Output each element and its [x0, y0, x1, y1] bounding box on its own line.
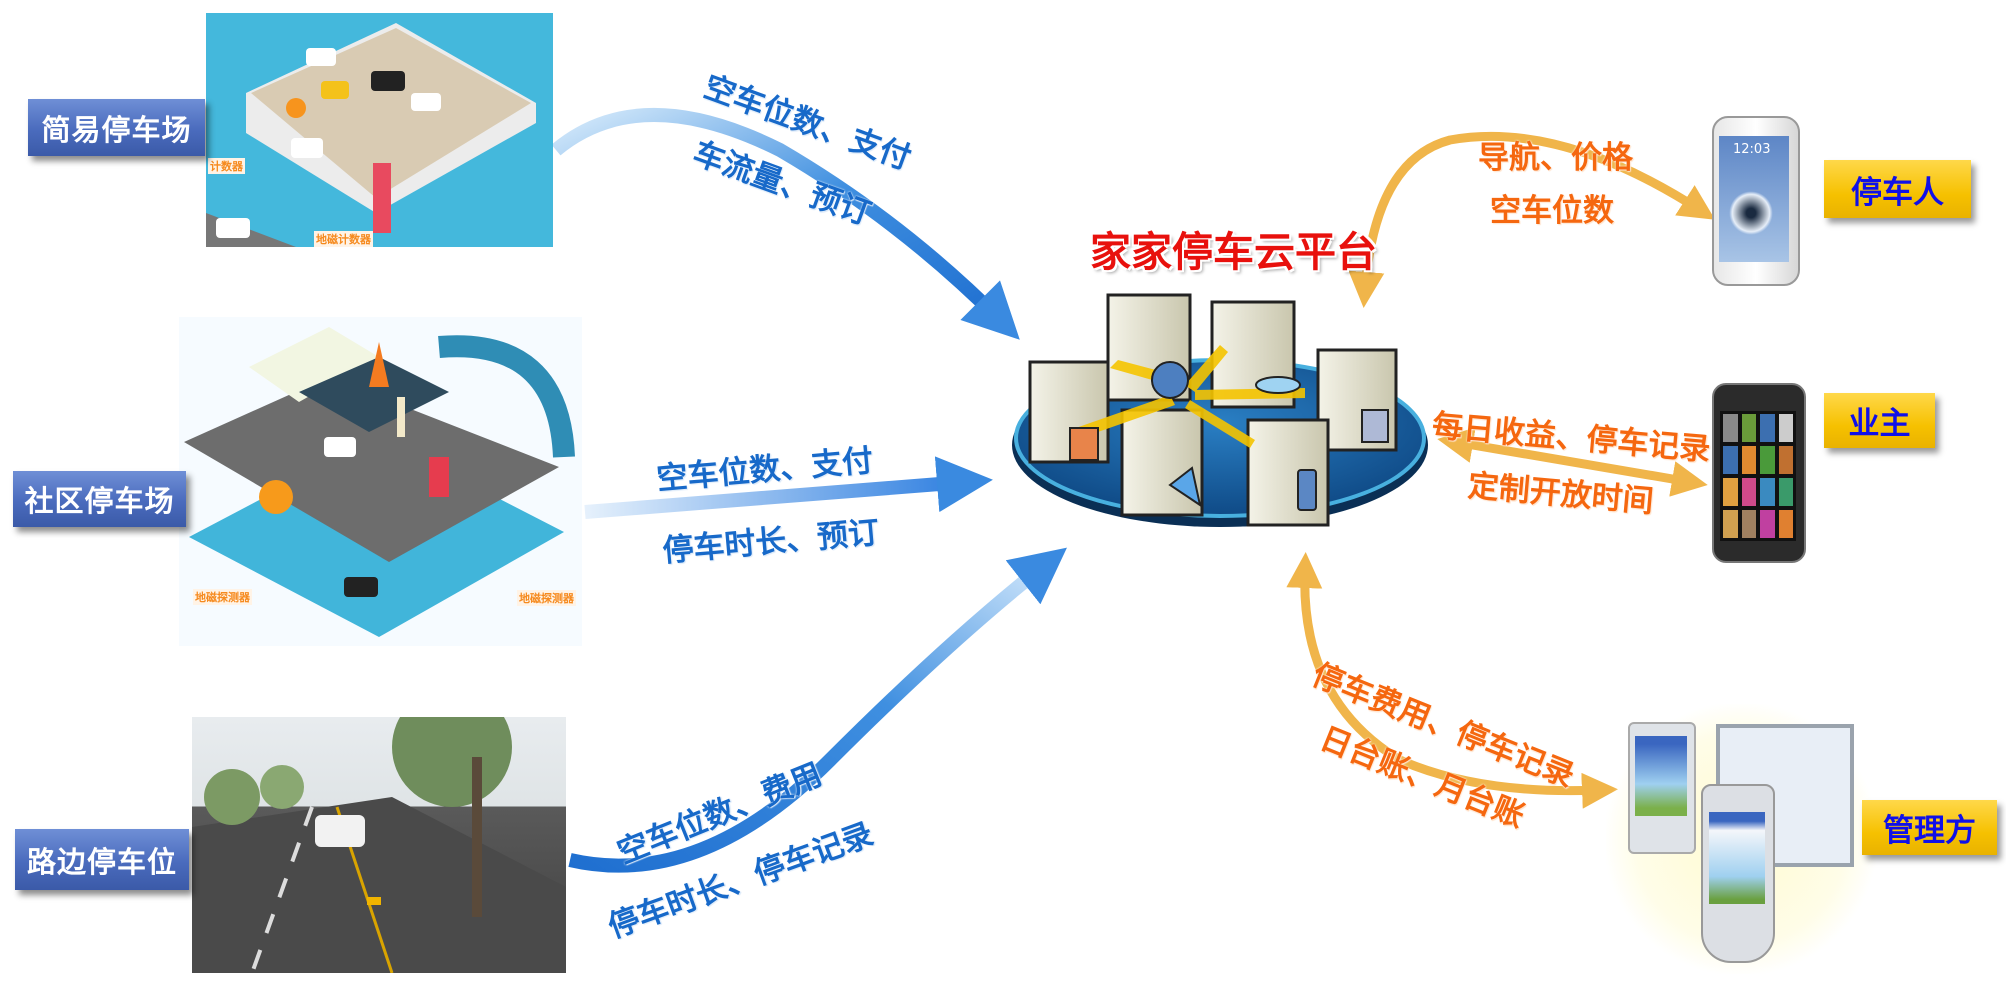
- roadside-illustration: [192, 717, 566, 973]
- arrow-owner: [1437, 427, 1708, 497]
- community-lot-illustration: 地磁探测器 地磁探测器: [179, 317, 582, 646]
- magnetic-counter-caption: 地磁计数器: [314, 231, 373, 247]
- user-label-manager: 管理方: [1862, 800, 1997, 855]
- owner-smartphone: [1712, 383, 1806, 563]
- source-label-roadside: 路边停车位: [15, 829, 189, 890]
- user-label-owner: 业主: [1824, 393, 1935, 448]
- phone-app-grid: [1720, 411, 1796, 541]
- flow-driver-line2: 空车位数: [1490, 193, 1614, 229]
- phone-clock: 12:03: [1733, 142, 1771, 157]
- arrow-community-lot: [584, 456, 993, 519]
- source-label-simple-lot: 简易停车场: [28, 99, 205, 156]
- pda-left: [1628, 722, 1696, 854]
- user-label-driver: 停车人: [1824, 160, 1971, 218]
- phone-screen: 12:03: [1719, 136, 1789, 262]
- driver-smartphone: 12:03: [1712, 116, 1800, 286]
- detector-caption-right: 地磁探测器: [517, 590, 576, 606]
- counter-caption: 计数器: [208, 158, 245, 174]
- simple-lot-illustration: 计数器 地磁计数器: [206, 13, 553, 247]
- manager-devices: [1606, 704, 1876, 974]
- flow-driver-line1: 导航、价格: [1478, 140, 1633, 176]
- pda-front: [1701, 784, 1775, 963]
- detector-caption-left: 地磁探测器: [193, 589, 252, 605]
- platform-title: 家家停车云平台: [1090, 228, 1377, 276]
- arrow-manager: [1286, 552, 1618, 809]
- arrow-driver: [1348, 131, 1716, 308]
- arrow-roadside: [568, 547, 1067, 873]
- source-label-community-lot: 社区停车场: [13, 471, 186, 527]
- arrow-simple-lot: [551, 108, 1020, 340]
